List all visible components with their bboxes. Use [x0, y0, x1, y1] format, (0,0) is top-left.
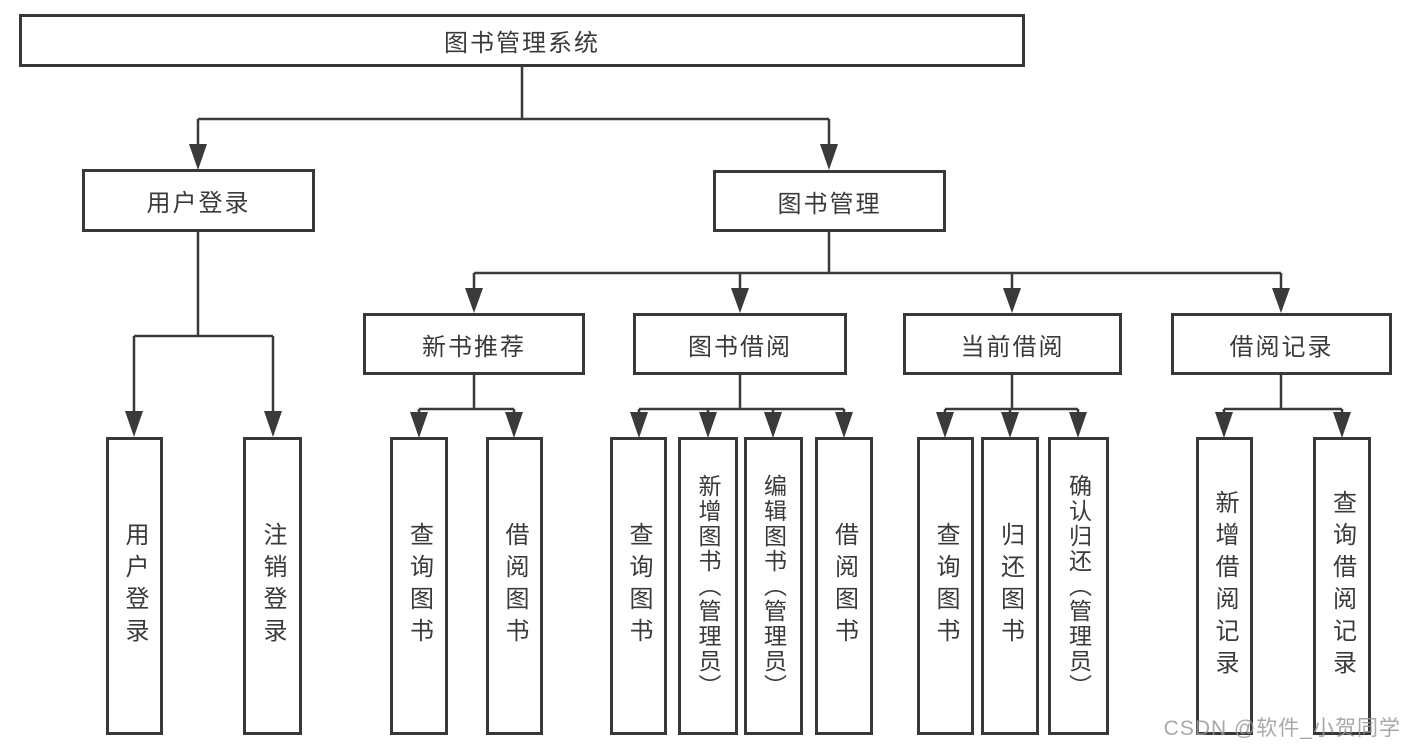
connector-line	[132, 232, 275, 413]
arrow-head	[1003, 288, 1021, 313]
arrow-head	[1333, 412, 1351, 438]
node-query-borrow-record: 查询借阅记录	[1313, 437, 1371, 735]
arrow-head	[936, 412, 954, 438]
node-book-borrowing: 图书借阅	[633, 313, 847, 375]
node-add-borrow-record: 新增借阅记录	[1196, 437, 1253, 735]
arrow-head	[189, 144, 207, 170]
arrow-head	[764, 412, 782, 438]
arrow-head	[699, 412, 717, 438]
node-new-book-recommend: 新书推荐	[363, 313, 585, 375]
arrow-head	[505, 412, 523, 438]
arrow-head	[630, 412, 648, 438]
arrow-head	[835, 412, 853, 438]
connector-line	[417, 375, 516, 414]
connector-line	[472, 232, 1283, 290]
arrow-head	[264, 411, 282, 437]
node-book-management: 图书管理	[713, 170, 946, 232]
node-user-login-leaf: 用户登录	[106, 437, 163, 735]
arrow-head	[410, 412, 428, 438]
node-borrow-books-recommend: 借阅图书	[486, 437, 543, 735]
node-return-books: 归还图书	[981, 437, 1039, 735]
watermark: CSDN @软件_小贺同学	[1163, 717, 1401, 740]
node-query-books-recommend: 查询图书	[390, 437, 448, 735]
arrow-head	[465, 288, 483, 313]
arrow-head	[1069, 412, 1087, 438]
node-borrowing-records: 借阅记录	[1171, 313, 1392, 375]
arrow-head	[1272, 288, 1290, 313]
node-library-management-system: 图书管理系统	[19, 14, 1025, 67]
node-current-borrowing: 当前借阅	[903, 313, 1122, 375]
node-query-books-current: 查询图书	[917, 437, 974, 735]
arrow-head	[1215, 412, 1233, 438]
node-query-books-borrowing: 查询图书	[610, 437, 667, 735]
arrow-head	[820, 144, 838, 170]
node-borrow-books-leaf: 借阅图书	[815, 437, 873, 735]
node-add-books-admin: 新增图书（管理员）	[678, 437, 738, 735]
connector-line	[196, 67, 831, 146]
node-edit-books-admin: 编辑图书（管理员）	[744, 437, 803, 735]
connector-line	[637, 375, 846, 414]
arrow-head	[125, 411, 143, 437]
node-user-login: 用户登录	[82, 169, 315, 232]
arrow-head	[1001, 412, 1019, 438]
connector-line	[1222, 375, 1344, 414]
node-logout: 注销登录	[243, 437, 302, 735]
connector-line	[943, 375, 1080, 414]
arrow-head	[731, 288, 749, 313]
node-confirm-return-admin: 确认归还（管理员）	[1048, 437, 1109, 735]
